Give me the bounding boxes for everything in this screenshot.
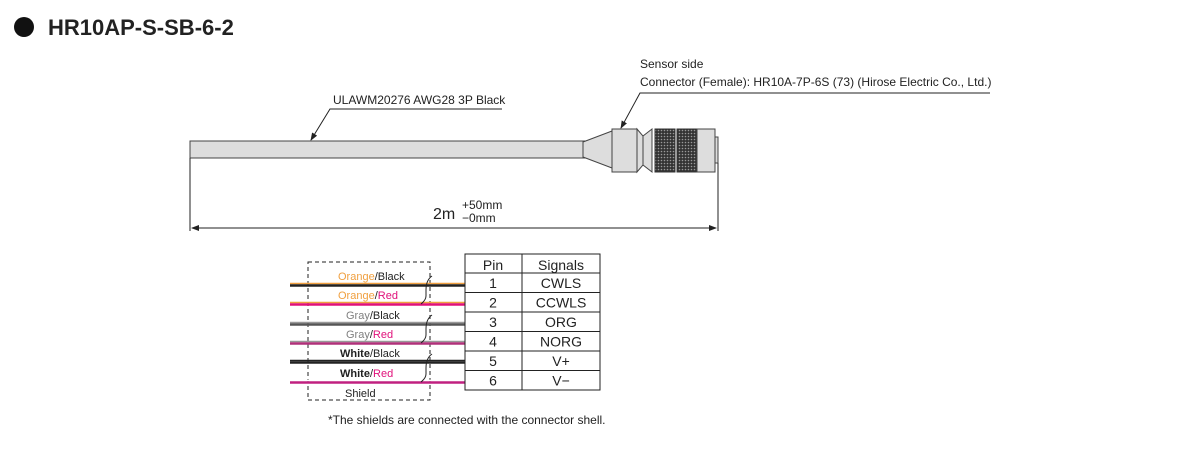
cable-spec-label: ULAWM20276 AWG28 3P Black xyxy=(333,93,506,107)
twisted-pair-braces xyxy=(420,275,433,383)
table-cell-pin: 1 xyxy=(489,275,497,291)
wire-color-label: White/Black xyxy=(340,348,400,360)
table-header-pin: Pin xyxy=(483,257,503,273)
wire-list: Orange/BlackOrange/RedGray/BlackGray/Red… xyxy=(290,271,465,384)
length-dimension xyxy=(189,158,719,231)
wire-color-label: Orange/Black xyxy=(338,271,405,283)
table-cell-signal: NORG xyxy=(540,334,582,350)
footnote: *The shields are connected with the conn… xyxy=(328,413,606,427)
table-cell-signal: CCWLS xyxy=(536,295,587,311)
length-tolerance-minus: −0mm xyxy=(462,211,496,225)
title-bullet-icon xyxy=(14,17,34,37)
length-tolerance-plus: +50mm xyxy=(462,198,502,212)
cable-drawing xyxy=(189,127,719,174)
table-cell-signal: ORG xyxy=(545,314,577,330)
sensor-side-label: Sensor side xyxy=(640,57,704,71)
table-cell-signal: CWLS xyxy=(541,275,581,291)
table-cell-pin: 5 xyxy=(489,353,497,369)
table-cell-signal: V− xyxy=(552,373,570,389)
shield-box xyxy=(307,261,431,401)
page-title: HR10AP-S-SB-6-2 xyxy=(48,15,234,40)
wire-color-label: White/Red xyxy=(340,368,393,380)
wire-color-label: Orange/Red xyxy=(338,290,398,302)
pin-signal-table: Pin Signals 1 CWLS 2 CCWLS 3 ORG 4 NORG 5 V+ 6 V− xyxy=(464,253,601,391)
wire-color-label: Gray/Black xyxy=(346,310,400,322)
table-header-signals: Signals xyxy=(538,257,584,273)
table-cell-pin: 3 xyxy=(489,314,497,330)
length-value: 2m xyxy=(433,206,455,223)
shield-label: Shield xyxy=(345,388,376,400)
connector-label: Connector (Female): HR10A-7P-6S (73) (Hi… xyxy=(640,75,991,89)
table-cell-pin: 4 xyxy=(489,334,497,350)
table-cell-signal: V+ xyxy=(552,353,570,369)
table-cell-pin: 6 xyxy=(489,373,497,389)
wire-color-label: Gray/Red xyxy=(346,329,393,341)
table-cell-pin: 2 xyxy=(489,295,497,311)
